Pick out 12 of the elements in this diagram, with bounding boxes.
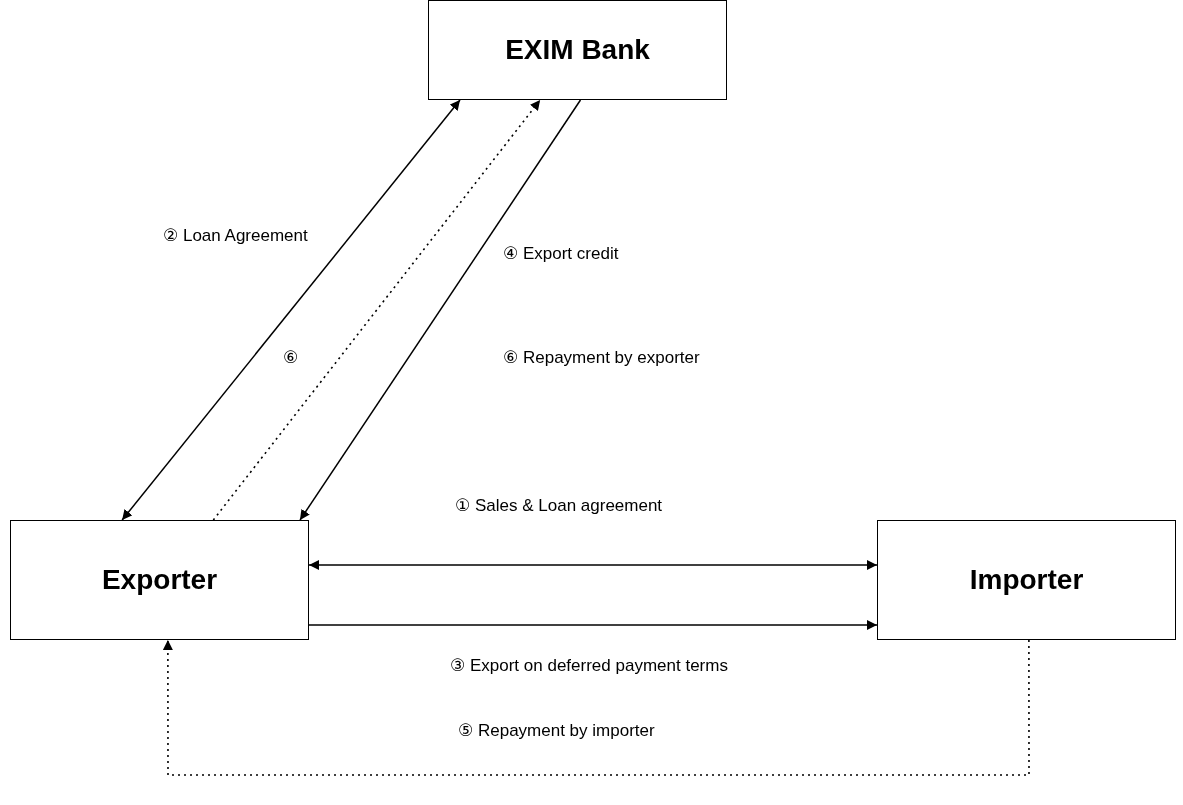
entity-box: [10, 520, 309, 640]
arrow: [212, 99, 541, 521]
arrow: [308, 560, 878, 570]
entity-name: Importer: [969, 564, 1084, 596]
arrow: [121, 99, 461, 521]
entity-box: [428, 0, 727, 100]
arrow: [162, 639, 1030, 776]
entity-box: [877, 520, 1176, 640]
entity-name: EXIM Bank: [505, 34, 650, 66]
entity-name: Exporter: [101, 564, 218, 596]
arrow: [299, 99, 582, 521]
arrow: [308, 620, 878, 630]
